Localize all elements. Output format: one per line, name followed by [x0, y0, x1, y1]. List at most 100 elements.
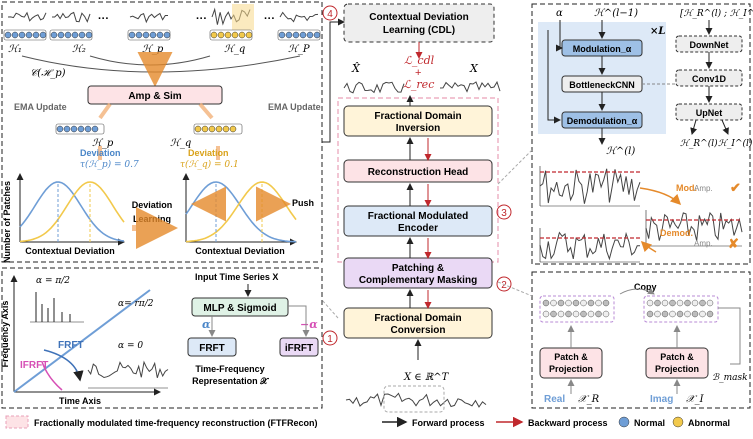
h-l-label: ℋ^(l) — [606, 146, 635, 157]
hp-token — [91, 125, 99, 133]
imag-label: Imag — [650, 394, 673, 405]
legend: Fractionally modulated time-frequency re… — [5, 415, 730, 429]
hp-token — [77, 125, 85, 133]
patch-token — [278, 31, 286, 39]
mask-group-1 — [643, 295, 719, 323]
mask-token — [676, 310, 684, 318]
demod-arrow — [640, 240, 657, 253]
xi-label: 𝒳_I — [686, 394, 705, 405]
mask-token — [706, 299, 714, 307]
mask-token — [550, 299, 557, 307]
patch-token — [85, 31, 93, 39]
patch-wave-4 — [279, 11, 319, 23]
alpha-r: α= rπ/2 — [118, 299, 154, 309]
hp-embedding — [55, 123, 105, 135]
x-axis-label-right: Contextual Deviation — [195, 246, 285, 256]
frft-arc-label: FRFT — [58, 340, 84, 351]
step-1-label: 1 — [327, 334, 333, 345]
hp-label: ℋ_p — [92, 138, 114, 149]
block-rh-label: Reconstruction Head — [368, 167, 469, 178]
patch-token — [64, 31, 72, 39]
patch-token — [285, 31, 293, 39]
mask-token — [565, 299, 572, 307]
step-2-label: 2 — [501, 280, 507, 291]
context-arc-inner — [89, 55, 211, 66]
mask-token — [691, 299, 699, 307]
original-wave — [439, 80, 501, 93]
patch-token — [231, 31, 239, 39]
reconstruction-waves — [343, 80, 501, 94]
mask-token — [565, 310, 572, 318]
cdl-box — [343, 3, 495, 43]
x-axis-label-left: Contextual Deviation — [25, 246, 115, 256]
loss-rec: ℒ_rec — [403, 78, 434, 91]
downnet-label: DownNet — [690, 40, 729, 50]
reconstructed-wave — [343, 81, 405, 94]
masking-panel: Copy ℬ_mask Patch &Projection Patch &Pro… — [531, 271, 751, 409]
block-line: Reconstruction Head — [368, 167, 469, 178]
mask-token — [557, 310, 565, 318]
patch-waves — [7, 7, 319, 26]
demod-label: Demod. — [660, 228, 693, 238]
label-hp: ℋ_p — [142, 44, 164, 55]
alpha-to-demod — [547, 30, 561, 124]
block-line: Conversion — [390, 325, 445, 336]
distribution-after — [182, 173, 297, 246]
hp-token — [70, 125, 78, 133]
patch-token — [135, 31, 143, 39]
block-line: Encoder — [398, 223, 438, 234]
mask-token — [580, 310, 587, 318]
input-wave-line — [345, 392, 487, 408]
mask-group-0 — [539, 295, 615, 323]
cdl-feedback-line — [322, 18, 345, 143]
tau-q: τ(ℋ_q) = 0.1 — [180, 159, 239, 170]
cdl-panel: ℋ₁ ℋ₂ ℋ_p ℋ_q ℋ_P ··· ··· ··· 𝒞(ℋ_p) Amp… — [1, 1, 323, 263]
legend-normal: Normal — [634, 418, 665, 428]
block-pcm-label: Patching &Complementary Masking — [359, 263, 477, 286]
mask-token — [684, 299, 691, 307]
legend-ftfrecon-swatch — [5, 415, 29, 429]
mod-label: Mod. — [676, 183, 697, 193]
amp-sim-label: Amp & Sim — [128, 91, 181, 102]
anomaly-highlight — [232, 4, 254, 30]
dist-right-normal-curve — [185, 181, 297, 243]
hq-token — [194, 125, 202, 133]
ema-right: EMA Update — [268, 102, 321, 112]
dots-2: ··· — [196, 13, 207, 25]
patch-token — [245, 31, 253, 39]
mask-token — [654, 310, 661, 318]
step-2-marker — [496, 276, 512, 292]
mask-token — [542, 310, 550, 318]
downnet-box — [675, 35, 743, 53]
patch-imag-label: Patch &Projection — [655, 352, 699, 374]
enc-hprev: ℋ^(l−1) — [594, 8, 638, 19]
patch-token — [32, 31, 40, 39]
upnet-box — [675, 103, 743, 121]
patch-token — [238, 31, 246, 39]
neg-alpha-branch: −α — [300, 318, 318, 331]
mask-token — [661, 299, 669, 307]
patch-token — [292, 31, 300, 39]
mask-token — [587, 310, 595, 318]
dist-left-abnormal-curve — [19, 181, 125, 243]
patch-token — [142, 31, 150, 39]
demodulation-label: Demodulation_α — [567, 116, 638, 126]
dots-3: ··· — [264, 13, 275, 25]
modulation-label: Modulation_α — [573, 44, 632, 54]
upnet-label: UpNet — [696, 108, 723, 118]
hq-frame — [193, 123, 243, 135]
patch-real-label: Patch &Projection — [549, 352, 593, 374]
hq-embedding — [193, 123, 243, 135]
amp-plot-original-signal — [539, 168, 641, 204]
block-line: Patching & — [392, 263, 444, 274]
frft-box-label: FRFT — [199, 343, 225, 354]
up-to-hi — [721, 119, 729, 135]
block-pcm — [343, 257, 493, 289]
tau-p: τ(ℋ_p) = 0.7 — [80, 159, 139, 170]
x-hat-label: X̂ — [351, 62, 361, 75]
mask-token — [550, 310, 557, 318]
